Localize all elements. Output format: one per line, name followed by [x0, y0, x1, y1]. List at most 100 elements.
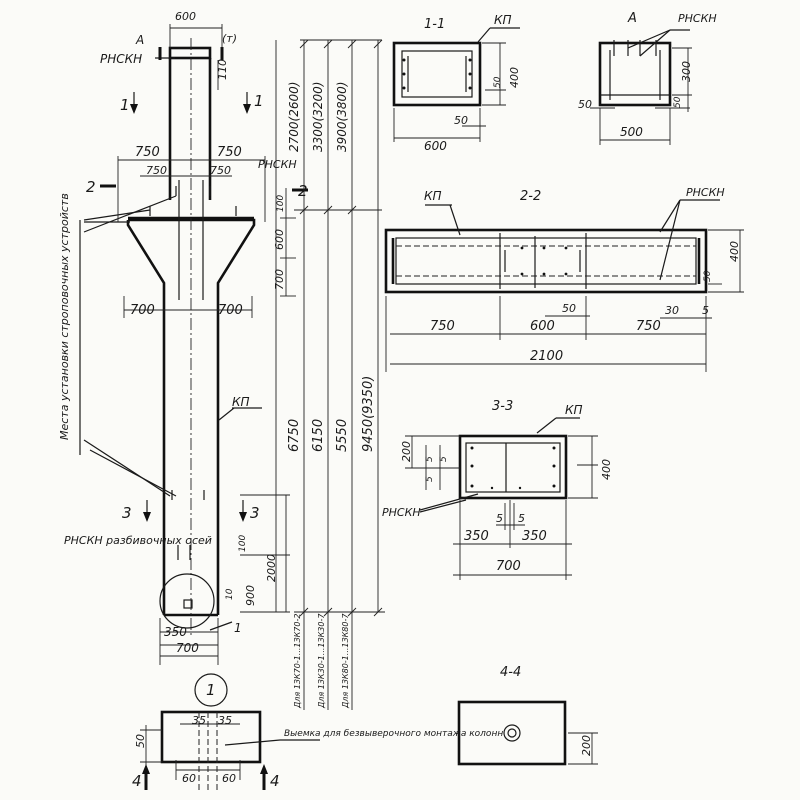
- detail-1-35a: 35: [192, 714, 206, 727]
- section-3-3-5b: 5: [439, 456, 449, 462]
- cut-1-left: 1: [120, 96, 130, 114]
- cut-4-left: 4: [132, 772, 142, 790]
- label-rsn-cantilever: РНСКН: [258, 158, 297, 171]
- dim-750-right: 750: [217, 145, 242, 160]
- view-A-title: А: [627, 11, 637, 26]
- label-kp-elevation: КП: [232, 395, 250, 409]
- dim-700-bottom-right: 700: [218, 303, 243, 318]
- dim-6750: 6750: [287, 419, 302, 452]
- dim-base-700: 700: [176, 641, 199, 655]
- note-series-3: Для 1ЗК80-1...1ЗК80-7: [341, 613, 350, 709]
- detail-1-50: 50: [134, 734, 147, 748]
- section-2-2-400: 400: [728, 241, 741, 262]
- detail-1-60b: 60: [222, 772, 236, 785]
- section-3-3-5c: 5: [496, 512, 503, 525]
- detail-1-number: 1: [206, 681, 216, 699]
- section-3-3-title: 3-3: [492, 399, 513, 414]
- detail-1-60a: 60: [182, 772, 196, 785]
- detail-1-callout-circle: [159, 573, 215, 629]
- section-2-2-title: 2-2: [520, 189, 541, 204]
- dim-700-bottom-left: 700: [130, 303, 155, 318]
- section-3-3: [405, 417, 598, 580]
- section-3-3-350b: 350: [522, 529, 547, 544]
- view-A-300: 300: [680, 61, 693, 82]
- dim-3900: 3900(3800): [335, 82, 349, 152]
- dim-750-inner-left: 750: [146, 164, 167, 177]
- detail-1: [140, 673, 320, 790]
- section-3-3-700: 700: [496, 559, 521, 574]
- detail-1-note: Выемка для безвыверочного монтажа колонн: [284, 729, 503, 739]
- dim-100: 100: [276, 195, 286, 212]
- section-3-3-kp: КП: [565, 403, 583, 417]
- section-4-4-title: 4-4: [500, 665, 521, 680]
- dim-900: 900: [244, 585, 257, 606]
- cut-2-right: 2: [298, 182, 308, 200]
- view-A: [590, 29, 692, 145]
- label-rsn-axes: РНСКН разбивочных осей: [64, 534, 212, 547]
- cut-3-left: 3: [122, 504, 132, 522]
- view-A-50b: 50: [673, 96, 683, 108]
- view-A-50a: 50: [578, 98, 592, 111]
- section-2-2-rsn: РНСКН: [686, 186, 725, 199]
- side-note-lifting-points: Места установки строповочных устройств: [58, 193, 71, 440]
- dim-9450: 9450(9350): [361, 376, 376, 452]
- dim-10: 10: [225, 588, 235, 600]
- section-3-3-200: 200: [400, 441, 413, 462]
- section-3-3-350a: 350: [464, 529, 489, 544]
- section-2-2-600: 600: [530, 319, 555, 334]
- section-1-1-400: 400: [508, 67, 521, 88]
- callout-1: 1: [234, 621, 242, 635]
- dim-6150: 6150: [311, 419, 326, 452]
- section-1-1-kp: КП: [494, 13, 512, 27]
- column-head: [168, 46, 212, 60]
- dim-110: 110: [216, 59, 229, 80]
- section-2-2-30: 30: [665, 304, 679, 317]
- section-1-1-50b: 50: [454, 114, 468, 127]
- vertical-dimension-chains: [294, 39, 385, 710]
- section-2-2-750a: 750: [430, 319, 455, 334]
- section-3-3-rsn: РНСКН: [382, 506, 421, 519]
- note-series-2: Для 1ЗК30-1...1ЗК30-7: [317, 613, 326, 709]
- section-3-3-5a: 5: [425, 456, 435, 462]
- dim-small-100: 100: [238, 535, 248, 552]
- cut-4-right: 4: [270, 772, 280, 790]
- dim-top-mark: (т): [222, 32, 237, 45]
- column-elevation: [79, 24, 308, 665]
- label-rsn-top: РНСКН: [100, 52, 142, 66]
- section-4-4: [457, 700, 598, 766]
- section-4-4-200: 200: [580, 735, 593, 756]
- section-2-2-750b: 750: [636, 319, 661, 334]
- section-1-1-50a: 50: [493, 76, 503, 88]
- section-3-3-400: 400: [600, 459, 613, 480]
- section-3-3-5e: 5: [425, 476, 435, 482]
- dim-700: 700: [273, 269, 286, 290]
- cut-2-left: 2: [86, 178, 96, 196]
- dim-2700: 2700(2600): [287, 82, 301, 152]
- dim-2000: 2000: [265, 554, 278, 582]
- cut-1-right: 1: [254, 92, 264, 110]
- cut-A-label: А: [135, 33, 144, 47]
- section-2-2-kp: КП: [424, 189, 442, 203]
- dim-350: 350: [164, 625, 187, 639]
- section-2-2-50: 50: [703, 270, 713, 282]
- section-2-2-2100: 2100: [530, 349, 563, 364]
- section-2-2-50b: 50: [562, 302, 576, 315]
- dim-top-600: 600: [175, 10, 196, 23]
- dim-5550: 5550: [335, 419, 350, 452]
- section-2-2-5: 5: [702, 304, 709, 317]
- view-A-rsn: РНСКН: [678, 12, 717, 25]
- section-2-2: [384, 199, 744, 372]
- section-1-1-title: 1-1: [424, 17, 445, 32]
- section-1-1: [392, 27, 520, 142]
- section-1-1-600: 600: [424, 139, 447, 153]
- note-series-1: Для 1ЗК70-1...1ЗК70-2: [293, 614, 302, 709]
- dim-750-inner-right: 750: [210, 164, 231, 177]
- view-A-500: 500: [620, 125, 643, 139]
- dim-750-left: 750: [135, 145, 160, 160]
- dim-600: 600: [273, 229, 286, 250]
- section-3-3-5d: 5: [518, 512, 525, 525]
- dim-3300: 3300(3200): [311, 82, 325, 152]
- cut-3-right: 3: [250, 504, 260, 522]
